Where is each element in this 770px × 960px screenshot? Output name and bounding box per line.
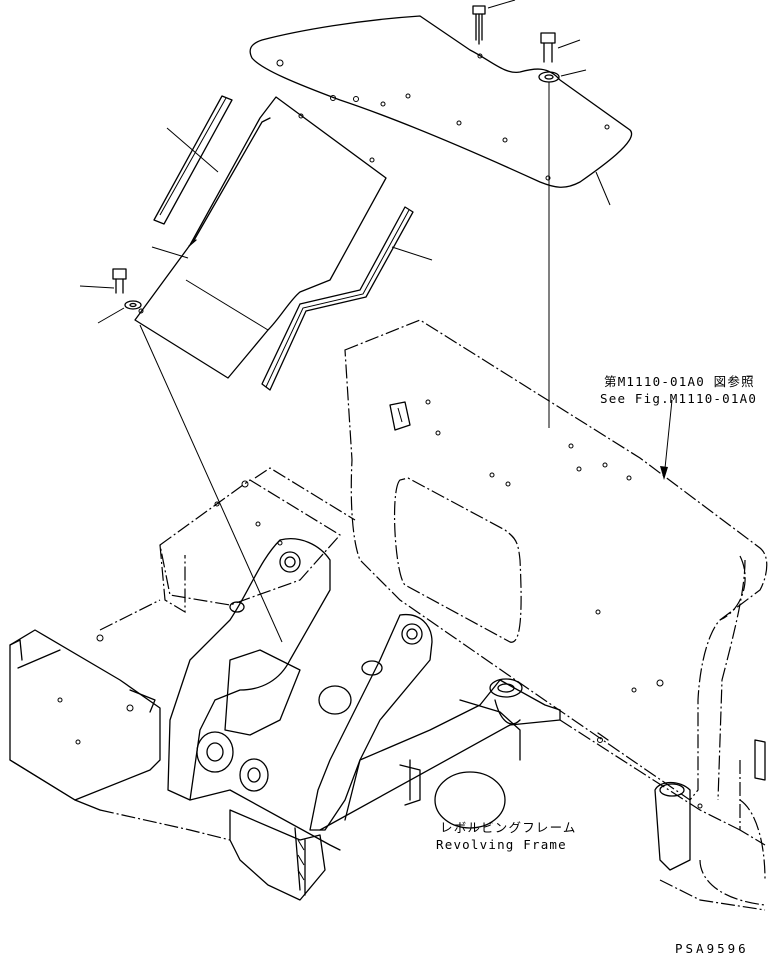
tank-box	[344, 319, 768, 801]
reference-label-jp: 第M1110-01A0 図参照	[604, 374, 755, 389]
top-cover-plate	[249, 15, 633, 188]
revolving-frame	[9, 467, 766, 911]
frame-label-en: Revolving Frame	[436, 837, 567, 852]
seal-strip-left	[153, 95, 233, 225]
reference-leader	[660, 399, 673, 480]
side-cover-panel	[134, 96, 387, 379]
top-bolt-left	[472, 0, 516, 45]
side-bolt	[79, 268, 283, 643]
frame-label-jp: レボルビングフレーム	[440, 820, 577, 835]
reference-label-en: See Fig.M1110-01A0	[600, 391, 758, 406]
drawing-code: PSA9596	[675, 941, 749, 956]
seal-strip-right	[261, 206, 433, 391]
top-bolt-right	[538, 32, 611, 428]
